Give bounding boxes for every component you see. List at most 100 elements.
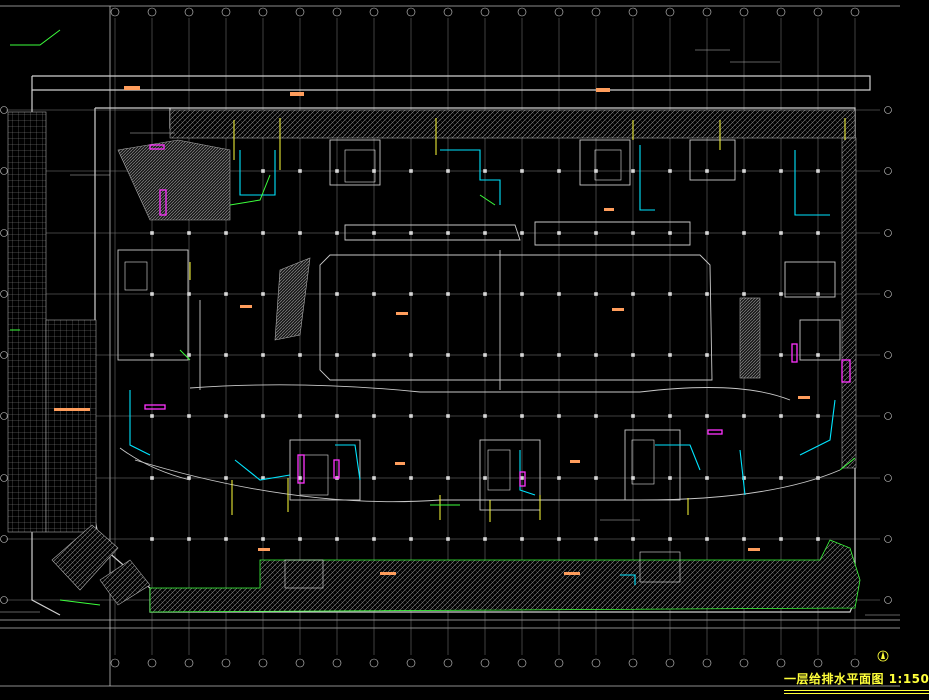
axis-bubble bbox=[110, 658, 120, 668]
axis-bubble bbox=[554, 658, 564, 668]
structural-column bbox=[557, 292, 561, 296]
structural-column bbox=[409, 231, 413, 235]
structural-column bbox=[779, 414, 783, 418]
structural-column bbox=[816, 353, 820, 357]
axis-bubble bbox=[184, 658, 194, 668]
structural-column bbox=[224, 231, 228, 235]
axis-bubble bbox=[480, 658, 490, 668]
structural-column bbox=[409, 292, 413, 296]
axis-bubble bbox=[591, 7, 601, 17]
stair-symbols bbox=[124, 149, 681, 589]
structural-column bbox=[150, 414, 154, 418]
axis-bubble bbox=[702, 658, 712, 668]
structural-column bbox=[261, 292, 265, 296]
structural-column bbox=[187, 414, 191, 418]
structural-column bbox=[557, 537, 561, 541]
structural-column bbox=[742, 476, 746, 480]
structural-column bbox=[335, 169, 339, 173]
structural-column bbox=[446, 414, 450, 418]
floor-plan-canvas bbox=[0, 5, 900, 687]
axis-bubble bbox=[702, 7, 712, 17]
axis-bubble bbox=[884, 290, 892, 298]
axis-bubble bbox=[406, 658, 416, 668]
structural-column bbox=[446, 537, 450, 541]
structural-column bbox=[668, 476, 672, 480]
axis-bubble bbox=[884, 412, 892, 420]
structural-column bbox=[224, 414, 228, 418]
structural-column bbox=[557, 169, 561, 173]
axis-bubble bbox=[591, 658, 601, 668]
axis-bubble bbox=[0, 106, 8, 114]
structural-column bbox=[187, 231, 191, 235]
structural-column bbox=[187, 353, 191, 357]
structural-column bbox=[483, 537, 487, 541]
structural-column bbox=[483, 169, 487, 173]
structural-column bbox=[816, 292, 820, 296]
structural-column bbox=[224, 292, 228, 296]
structural-column bbox=[261, 476, 265, 480]
axis-bubble bbox=[850, 7, 860, 17]
structural-column bbox=[261, 537, 265, 541]
axis-bubble bbox=[628, 658, 638, 668]
structural-column bbox=[372, 414, 376, 418]
magenta-fixtures bbox=[144, 144, 851, 487]
structural-column bbox=[187, 292, 191, 296]
structural-column bbox=[742, 292, 746, 296]
axis-bubble bbox=[0, 412, 8, 420]
structural-column bbox=[520, 414, 524, 418]
structural-column bbox=[779, 476, 783, 480]
axis-bubble bbox=[813, 7, 823, 17]
axis-bubble bbox=[517, 658, 527, 668]
structural-column bbox=[779, 292, 783, 296]
structural-column bbox=[594, 169, 598, 173]
structural-column bbox=[705, 169, 709, 173]
structural-column bbox=[816, 537, 820, 541]
structural-column bbox=[668, 292, 672, 296]
structural-column bbox=[816, 169, 820, 173]
structural-column bbox=[705, 414, 709, 418]
structural-column bbox=[705, 476, 709, 480]
interior-walls bbox=[117, 139, 841, 511]
axis-bubble bbox=[443, 7, 453, 17]
structural-column bbox=[372, 476, 376, 480]
structural-column bbox=[742, 414, 746, 418]
axis-bubble bbox=[0, 351, 8, 359]
north-arrow-icon bbox=[877, 650, 889, 662]
structural-column bbox=[261, 353, 265, 357]
structural-column bbox=[594, 414, 598, 418]
axis-bubble bbox=[776, 658, 786, 668]
axis-bubble bbox=[258, 7, 268, 17]
axis-bubble bbox=[850, 658, 860, 668]
structural-column bbox=[631, 353, 635, 357]
structural-column bbox=[298, 353, 302, 357]
structural-column bbox=[483, 414, 487, 418]
axis-bubble bbox=[554, 7, 564, 17]
axis-bubble bbox=[0, 290, 8, 298]
structural-column bbox=[631, 231, 635, 235]
axis-bubble bbox=[517, 7, 527, 17]
structural-column bbox=[409, 537, 413, 541]
structural-column bbox=[631, 414, 635, 418]
structural-column bbox=[298, 169, 302, 173]
axis-bubble bbox=[813, 658, 823, 668]
structural-column bbox=[150, 231, 154, 235]
structural-column bbox=[298, 231, 302, 235]
structural-column bbox=[668, 353, 672, 357]
structural-column bbox=[261, 231, 265, 235]
structural-column bbox=[816, 231, 820, 235]
structural-column bbox=[446, 476, 450, 480]
axis-bubble bbox=[0, 474, 8, 482]
structural-column bbox=[742, 537, 746, 541]
axis-bubble bbox=[739, 658, 749, 668]
structural-column bbox=[631, 537, 635, 541]
structural-column bbox=[631, 169, 635, 173]
axis-bubble bbox=[884, 351, 892, 359]
axis-bubble bbox=[665, 658, 675, 668]
structural-column bbox=[779, 537, 783, 541]
structural-column bbox=[150, 476, 154, 480]
axis-bubble bbox=[884, 167, 892, 175]
axis-bubble bbox=[443, 658, 453, 668]
structural-column bbox=[335, 414, 339, 418]
axis-bubble bbox=[884, 596, 892, 604]
structural-column bbox=[335, 537, 339, 541]
